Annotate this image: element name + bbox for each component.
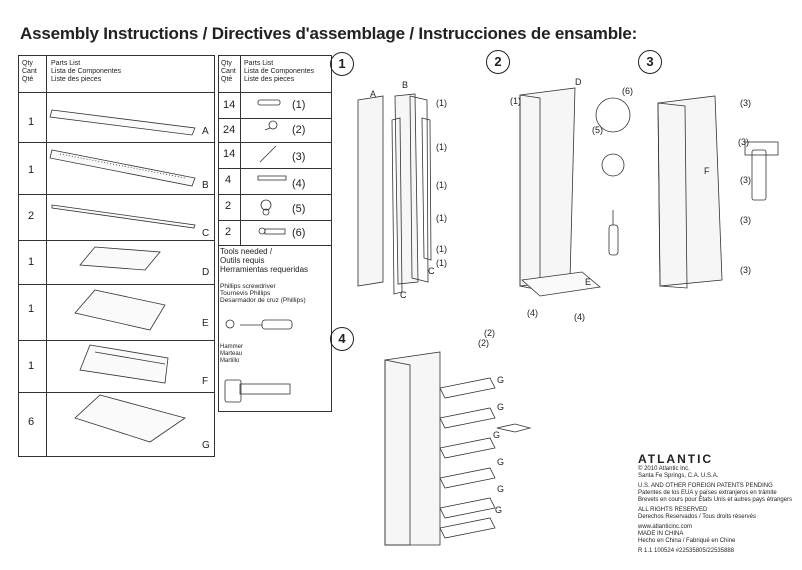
part-letter: E bbox=[202, 318, 209, 329]
page-title: Assembly Instructions / Directives d'ass… bbox=[20, 24, 638, 43]
table2-qty: 14 bbox=[223, 99, 236, 111]
table2-qty: 2 bbox=[225, 200, 232, 212]
part-b-drawing bbox=[49, 149, 196, 187]
diagram1-label: (1) bbox=[436, 244, 447, 254]
table1-qty: 1 bbox=[28, 360, 35, 372]
diagram4-label: (2) bbox=[484, 328, 495, 338]
diagram1-label: C bbox=[428, 266, 435, 276]
step3-assembly bbox=[657, 95, 779, 289]
screw-icon bbox=[257, 175, 287, 181]
table1-qty: 1 bbox=[28, 303, 35, 315]
table1-qty: 6 bbox=[28, 416, 35, 428]
diagram3-label: (3) bbox=[738, 137, 749, 147]
step-2-circle: 2 bbox=[486, 50, 510, 74]
diagram2-label: E bbox=[585, 277, 592, 287]
brand-logo: ATLANTIC bbox=[638, 452, 714, 466]
hardware-code: (4) bbox=[292, 178, 306, 190]
diagram1-label: C bbox=[400, 290, 407, 300]
step4-shelves bbox=[384, 351, 532, 546]
step-1-circle: 1 bbox=[330, 52, 354, 76]
table2-qty: 4 bbox=[225, 174, 232, 186]
hardware-code: (3) bbox=[292, 151, 306, 163]
diagram2-label: D bbox=[575, 77, 582, 87]
table1-qty: 1 bbox=[28, 164, 35, 176]
table1-qty: 1 bbox=[28, 256, 35, 268]
bolt-icon bbox=[258, 227, 286, 235]
diagram1-label: A bbox=[370, 89, 377, 99]
diagram4-label: G bbox=[493, 430, 501, 440]
diagram2-label: (1) bbox=[510, 96, 521, 106]
diagram4-label: G bbox=[495, 505, 503, 515]
step-4-circle: 4 bbox=[330, 327, 354, 351]
brand-info: © 2010 Atlantic Inc. Santa Fe Springs, C… bbox=[638, 466, 793, 554]
part-letter: G bbox=[202, 440, 210, 451]
diagram1-label: (1) bbox=[436, 180, 447, 190]
step2-assembly bbox=[519, 87, 631, 297]
diagram4-label: G bbox=[497, 402, 505, 412]
part-letter: A bbox=[202, 126, 209, 137]
diagram1-label: (1) bbox=[436, 98, 447, 108]
cam-lock-icon bbox=[260, 199, 272, 216]
part-f-drawing bbox=[79, 344, 169, 384]
table2-qty: 2 bbox=[225, 226, 232, 238]
dowel-icon bbox=[257, 99, 281, 106]
step1-panels bbox=[357, 93, 432, 295]
diagram1-label: (1) bbox=[436, 258, 447, 268]
diagram2-label: (4) bbox=[574, 312, 585, 322]
hardware-code: (1) bbox=[292, 99, 306, 111]
diagram3-label: (3) bbox=[740, 98, 751, 108]
part-letter: C bbox=[202, 228, 210, 239]
hardware-code: (5) bbox=[292, 203, 306, 215]
table1-qty: 2 bbox=[28, 210, 35, 222]
cam-bolt-icon bbox=[264, 120, 278, 131]
diagram3-label: (3) bbox=[740, 265, 751, 275]
diagram4-label: G bbox=[497, 457, 505, 467]
table1-qty: 1 bbox=[28, 116, 35, 128]
part-g-drawing bbox=[74, 394, 186, 443]
hammer-icon bbox=[224, 379, 291, 403]
diagram4-label: G bbox=[497, 375, 505, 385]
diagram1-label: (1) bbox=[436, 213, 447, 223]
table2-qty: 14 bbox=[223, 148, 236, 160]
parts-table-2 bbox=[218, 55, 332, 412]
nail-icon bbox=[259, 145, 277, 163]
part-letter: D bbox=[202, 267, 210, 278]
step-3-circle: 3 bbox=[638, 50, 662, 74]
diagram2-label: (6) bbox=[622, 86, 633, 96]
part-a-drawing bbox=[49, 109, 196, 136]
diagram4-label: (2) bbox=[478, 338, 489, 348]
diagram3-label: F bbox=[704, 166, 710, 176]
diagram3-label: (3) bbox=[740, 215, 751, 225]
part-letter: F bbox=[202, 376, 209, 387]
diagram4-label: G bbox=[497, 484, 505, 494]
table2-qty: 24 bbox=[223, 124, 236, 136]
part-d-drawing bbox=[79, 246, 161, 271]
hardware-code: (2) bbox=[292, 124, 306, 136]
diagram1-label: B bbox=[402, 80, 409, 90]
diagram1-label: (1) bbox=[436, 142, 447, 152]
part-letter: B bbox=[202, 180, 209, 191]
diagram2-label: (4) bbox=[527, 308, 538, 318]
parts-table-1 bbox=[18, 55, 215, 457]
part-c-drawing bbox=[51, 204, 196, 229]
screwdriver-icon bbox=[225, 319, 293, 330]
diagram2-label: (5) bbox=[592, 125, 603, 135]
diagram3-label: (3) bbox=[740, 175, 751, 185]
hardware-code: (6) bbox=[292, 227, 306, 239]
part-e-drawing bbox=[74, 289, 166, 331]
